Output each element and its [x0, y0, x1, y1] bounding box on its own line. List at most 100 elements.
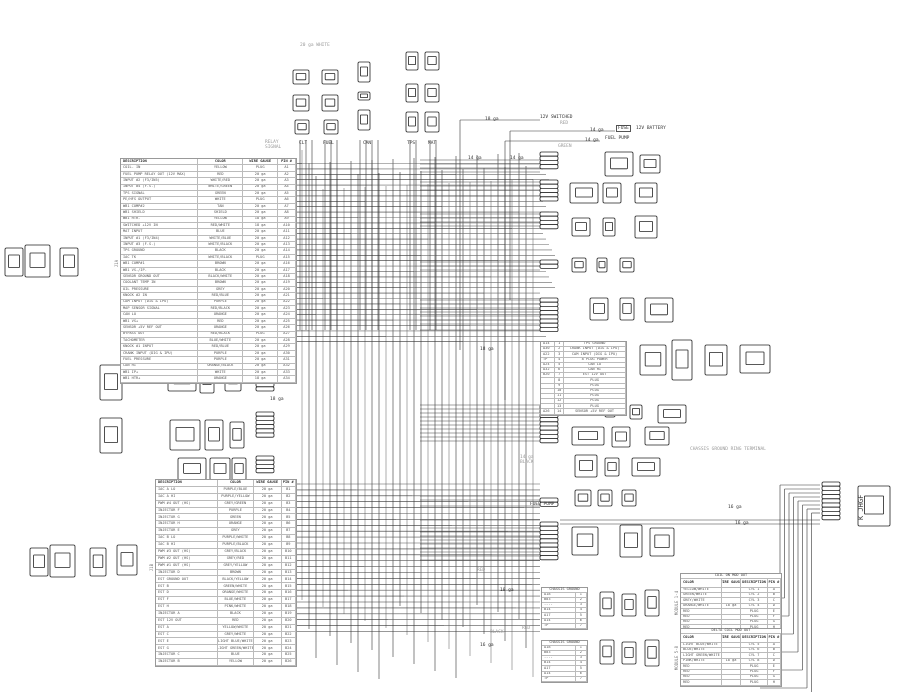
color-cell: PURPLE/YELLOW	[218, 493, 254, 500]
color-cell: BLACK	[218, 610, 254, 617]
description-cell: SWITCHED +12V IN	[121, 222, 199, 229]
description-cell: WB1 COMP#2	[121, 203, 199, 210]
gauge-cell	[722, 625, 742, 630]
color-cell: GREY	[198, 286, 244, 293]
description-cell: KNOCK #1 INPUT	[121, 344, 199, 350]
pin-cell: B10	[282, 548, 296, 555]
connector-body-icon	[605, 222, 614, 232]
pin-cell: B9	[282, 542, 296, 548]
column-header: COLOR	[681, 578, 722, 587]
gauge-cell: 20 ga	[254, 659, 282, 666]
connector-body-icon	[663, 409, 681, 419]
description-cell: WB1 VS+	[121, 318, 199, 325]
pin-cell: A14	[541, 342, 556, 347]
pin-cell	[541, 399, 556, 404]
cavity-cell: 7	[576, 676, 587, 681]
gauge-cell: 18 ga	[243, 376, 279, 382]
pin-cell: A12	[278, 235, 296, 242]
connector-body-icon	[359, 93, 368, 98]
color-cell: BLUE	[218, 652, 254, 659]
connector-body-icon	[639, 187, 654, 198]
pin-cell: A14	[542, 671, 576, 676]
label-red: RED	[560, 121, 569, 126]
pin-cell	[539, 183, 559, 189]
connector-body-icon	[427, 88, 437, 98]
pin-cell: B5	[282, 514, 296, 521]
gauge-cell: 20 ga	[254, 535, 282, 542]
cavity-cell: 6	[576, 671, 587, 676]
description-cell: EST A	[156, 624, 218, 631]
color-cell: PURPLE	[198, 357, 244, 363]
description-cell: WB1 VS-/IP-	[121, 267, 199, 274]
connector-body-icon	[579, 460, 594, 471]
label-red-3: RED	[522, 626, 531, 631]
pin-cell	[539, 525, 559, 531]
table-row: ----3	[542, 655, 587, 662]
column-header: WIRE GAUGE	[243, 159, 279, 165]
description-cell: CYL 1	[741, 587, 768, 592]
label-14ga-black: 14 ga BLACK	[520, 455, 534, 465]
description-cell: CRANK INPUT (DIG & IPU)	[564, 347, 626, 352]
pin-cell: B21	[282, 624, 296, 631]
pin-cell: B	[768, 647, 781, 653]
pin-cell	[539, 179, 559, 185]
description-cell: WB1 SHIELD	[121, 210, 199, 216]
label-red-2: RED	[477, 568, 486, 573]
description-cell: CYL 8	[741, 658, 768, 664]
label-fuel-pump-2: FUEL PUMP	[530, 502, 555, 507]
label-18ga-3: 18 ga	[270, 397, 284, 402]
label-16ga-2: 16 ga	[735, 521, 749, 526]
label-18ga-2: 18 ga	[480, 347, 494, 352]
cavity-cell: 7	[576, 623, 587, 628]
pin-cell	[539, 546, 559, 552]
pin-cell: B13	[282, 569, 296, 576]
pin-cell: A22	[541, 352, 556, 357]
pin-cell: B25	[282, 652, 296, 659]
label-12v-switched: 12V SWITCHED	[540, 115, 573, 120]
description-cell: IAC A LO	[156, 486, 218, 493]
label-relay-signal: RELAY SIGNAL	[265, 140, 282, 150]
cavity-cell: 6	[576, 618, 587, 623]
label-16ga-3: 16 ga	[480, 643, 494, 648]
pin-cell: B14	[282, 576, 296, 583]
pin-cell	[541, 404, 556, 409]
pin-cell: C	[768, 598, 781, 603]
column-header: COLOR	[218, 480, 254, 486]
description-cell: INJECTOR C	[156, 652, 218, 659]
column-header: DESCRIPTION	[741, 578, 768, 587]
column-header: COLOR	[681, 633, 722, 642]
color-cell: RED	[218, 617, 254, 624]
gauge-cell: 20 ga	[243, 184, 279, 190]
color-cell: LIGHT GREEN/WHITE	[683, 653, 722, 658]
connector-body-icon	[575, 187, 593, 198]
pin-cell	[539, 425, 559, 431]
description-cell: FUEL PRESSURE	[121, 357, 199, 363]
pin-cell: H	[768, 680, 781, 685]
pin-cell: C	[768, 653, 781, 658]
gauge-cell: 20 ga	[254, 604, 282, 610]
cavity-cell: 2	[576, 650, 587, 655]
description-cell: CAN LO	[564, 362, 626, 367]
pin-cell: B20	[541, 373, 556, 378]
label-14ga: 14 ga	[590, 128, 604, 133]
color-cell: BROWN	[218, 569, 254, 576]
pin-cell	[541, 393, 556, 399]
description-cell: INJECTOR D	[156, 569, 218, 576]
